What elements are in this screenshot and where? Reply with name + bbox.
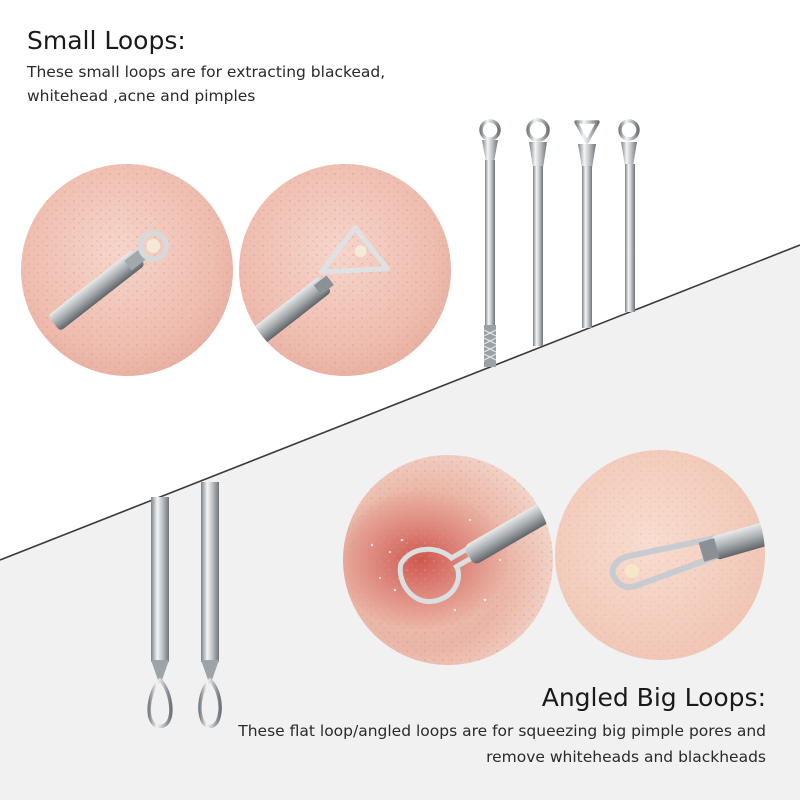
small-loop-tools	[479, 118, 640, 367]
skin-closeup-round-loop	[21, 164, 233, 376]
diagonal-divider	[0, 244, 800, 561]
big-loops-description: These flat loop/angled loops are for squ…	[238, 722, 766, 766]
skin-closeup-big-loop	[343, 455, 553, 665]
big-loop-tools	[147, 482, 222, 729]
small-loops-description: These small loops are for extracting bla…	[27, 63, 386, 105]
skin-closeup-angled-loop	[555, 450, 765, 660]
small-loops-title: Small Loops:	[27, 26, 186, 55]
skin-closeup-triangle-loop	[239, 164, 451, 376]
big-loops-title: Angled Big Loops:	[541, 683, 766, 712]
